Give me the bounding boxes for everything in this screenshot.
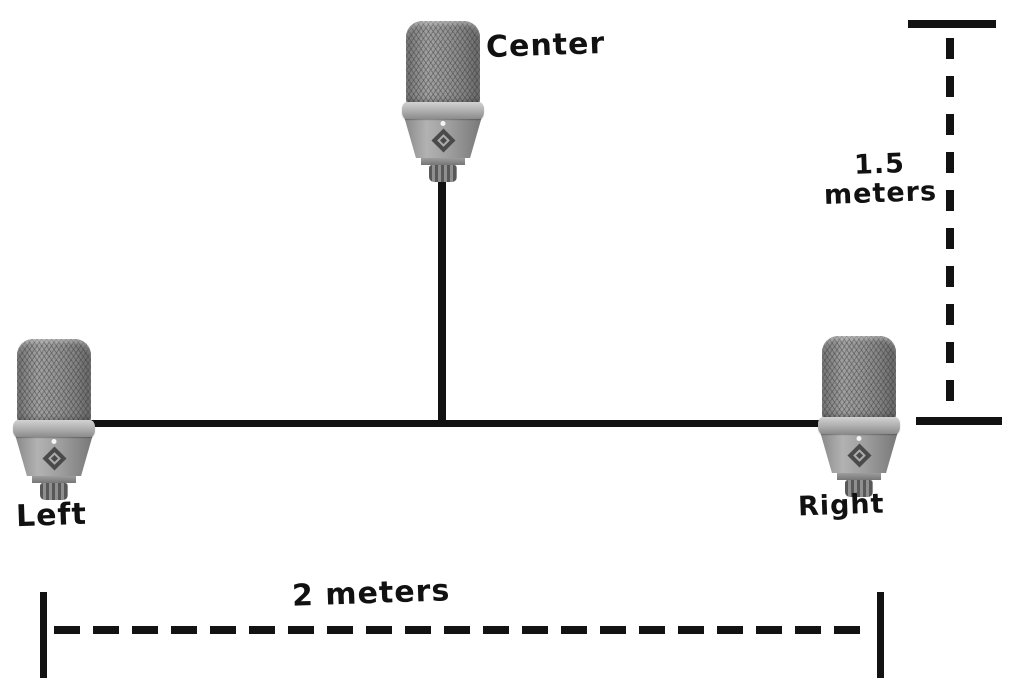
- measure-vertical-top-cap: [908, 20, 996, 28]
- mic-body: [820, 433, 898, 473]
- mic-logo-diamond-icon: [846, 443, 872, 468]
- center-mic-stand-line: [438, 176, 446, 427]
- mic-grille: [406, 21, 480, 105]
- microphone-right: [818, 336, 900, 497]
- mic-indicator-dot: [440, 121, 446, 126]
- mic-indicator-dot: [51, 439, 57, 444]
- label-right: Right: [797, 488, 886, 523]
- mic-collar: [818, 417, 900, 434]
- vertical-measure-unit: meters: [823, 176, 938, 212]
- label-center: Center: [485, 25, 606, 66]
- microphone-center: [402, 21, 484, 182]
- label-vertical-measure: 1.5 meters: [821, 148, 939, 212]
- mic-stem: [40, 483, 68, 500]
- mic-logo-diamond-icon: [430, 128, 456, 153]
- mic-neck: [837, 473, 881, 480]
- measure-horizontal-right-tick: [877, 592, 884, 678]
- measure-horizontal-left-tick: [40, 592, 47, 678]
- mic-stem: [429, 165, 457, 182]
- mic-body: [15, 436, 93, 476]
- mic-stem: [845, 480, 873, 497]
- left-right-bar-line: [90, 420, 822, 427]
- mic-body: [404, 118, 482, 158]
- mic-grille: [17, 339, 91, 423]
- mic-logo-diamond-icon: [41, 446, 67, 471]
- microphone-left: [13, 339, 95, 500]
- mic-neck: [421, 158, 465, 165]
- measure-vertical-bottom-cap: [916, 417, 1002, 425]
- measure-horizontal-dashed-line: [54, 626, 860, 634]
- mic-neck: [32, 476, 76, 483]
- label-horizontal-measure: 2 meters: [291, 573, 451, 614]
- mic-collar: [402, 102, 484, 119]
- mic-grille: [822, 336, 896, 420]
- measure-vertical-dashed-line: [946, 38, 954, 406]
- mic-collar: [13, 420, 95, 437]
- mic-indicator-dot: [856, 436, 862, 441]
- label-left: Left: [15, 496, 88, 535]
